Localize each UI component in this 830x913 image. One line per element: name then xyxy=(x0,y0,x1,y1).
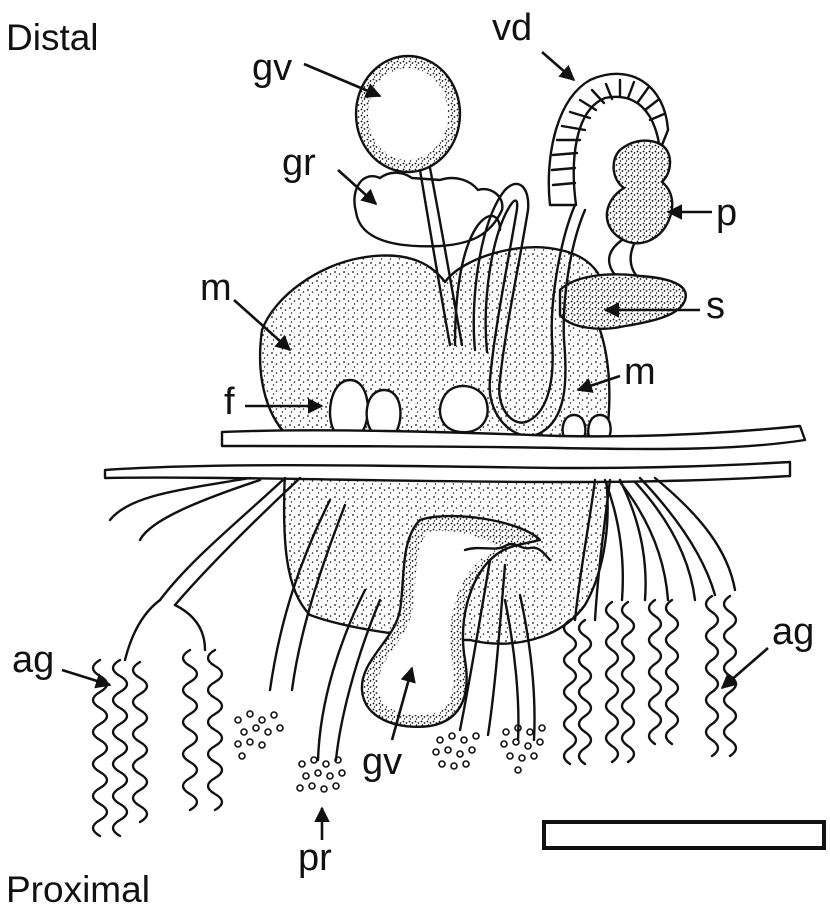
label-distal: Distal xyxy=(6,17,99,58)
nerve-band-lower xyxy=(105,462,790,482)
scale-bar xyxy=(544,822,824,848)
prostate-p xyxy=(607,141,672,244)
label-vd: vd xyxy=(492,7,532,49)
label-gr: gr xyxy=(282,142,316,184)
coiled-gland-left-2 xyxy=(183,650,222,810)
label-pr: pr xyxy=(298,837,332,879)
branch-left-1 xyxy=(160,478,300,605)
gland-gr xyxy=(354,173,502,247)
label-f: f xyxy=(224,381,235,423)
label-gv-top: gv xyxy=(252,47,292,89)
label-ag-left: ag xyxy=(12,639,54,681)
label-p: p xyxy=(716,192,737,234)
sac-s xyxy=(560,274,686,328)
label-ag-right: ag xyxy=(772,611,814,653)
vesicle-gv-top-inner xyxy=(368,68,448,160)
label-proximal: Proximal xyxy=(6,869,150,910)
label-m-right: m xyxy=(624,351,656,393)
label-s: s xyxy=(706,285,725,327)
coiled-gland-right xyxy=(564,596,736,764)
coiled-gland-left-1 xyxy=(93,660,147,836)
label-m-left: m xyxy=(200,267,232,309)
branch-left-3 xyxy=(110,478,260,540)
branch-left-2 xyxy=(125,600,205,660)
label-gv-bottom: gv xyxy=(362,741,402,783)
duct-bulb xyxy=(440,386,488,432)
